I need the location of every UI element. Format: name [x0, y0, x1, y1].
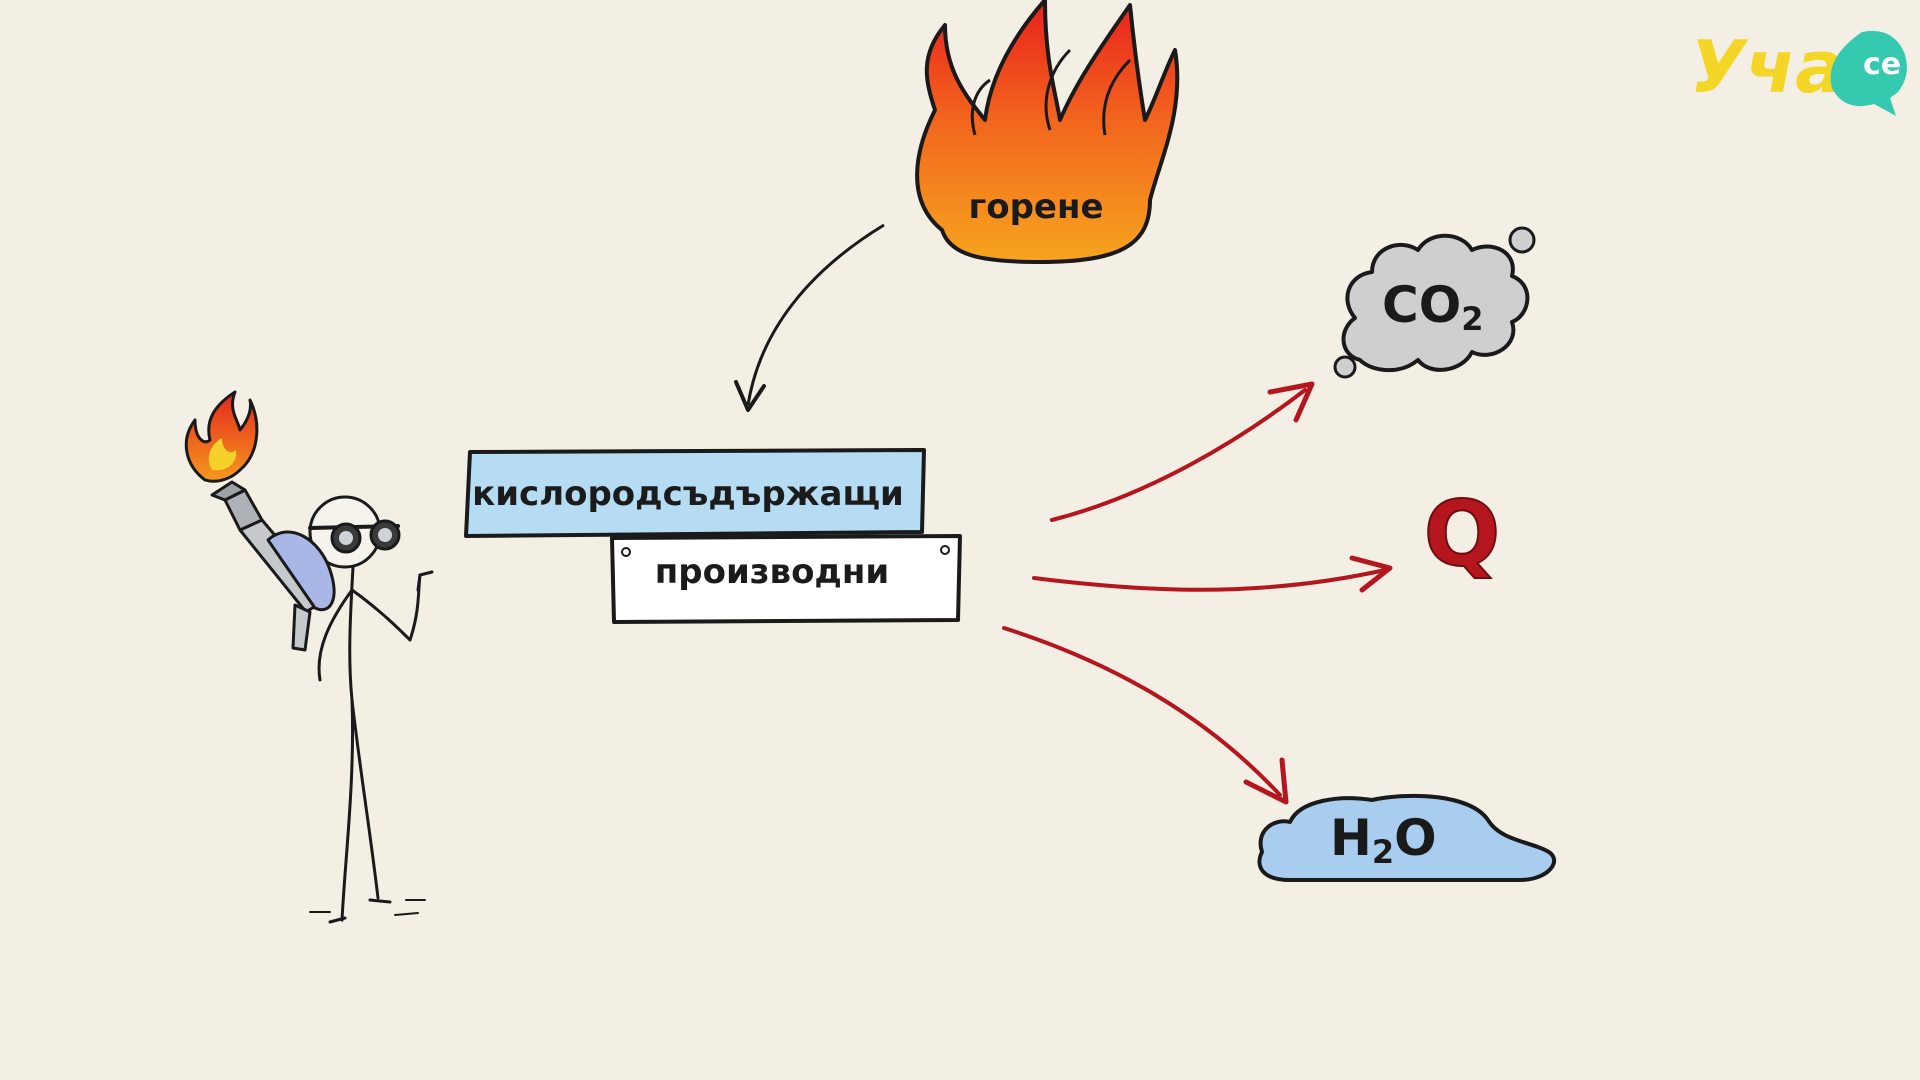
co2-subscript: 2: [1461, 300, 1483, 338]
logo-badge: се: [1830, 30, 1907, 116]
co2-text: CO2: [1382, 276, 1483, 338]
co2-cloud: CO2: [1333, 226, 1536, 379]
torch-flame-icon: [184, 390, 259, 483]
label-box-oxygen: кислородсъдържащи: [464, 448, 926, 538]
heat-symbol: Q: [1424, 482, 1501, 587]
fire-label: горене: [968, 187, 1103, 227]
co2-main: CO: [1382, 276, 1461, 334]
h2o-text: H2O: [1330, 809, 1437, 871]
h2o-h: H: [1330, 809, 1372, 867]
fire-to-label-arrow: [734, 223, 885, 412]
arrow-to-heat: [1032, 555, 1393, 593]
label-derivatives-text: производни: [655, 552, 889, 592]
h2o-o: O: [1394, 809, 1437, 867]
goggles-icon: [308, 519, 401, 554]
h2o-subscript: 2: [1372, 833, 1394, 871]
logo-text: Уча: [1690, 25, 1844, 109]
label-oxygen-text: кислородсъдържащи: [472, 474, 904, 514]
water-puddle: H2O: [1257, 793, 1557, 882]
arrow-to-water: [1002, 626, 1289, 805]
logo: Уча се: [1690, 25, 1907, 116]
blowtorch-icon: [210, 480, 336, 652]
stick-figure: [308, 495, 434, 924]
fire-illustration: горене: [915, 0, 1180, 264]
label-box-derivatives: производни: [610, 534, 962, 624]
arrow-to-co2: [1050, 381, 1315, 522]
logo-badge-text: се: [1863, 47, 1901, 82]
